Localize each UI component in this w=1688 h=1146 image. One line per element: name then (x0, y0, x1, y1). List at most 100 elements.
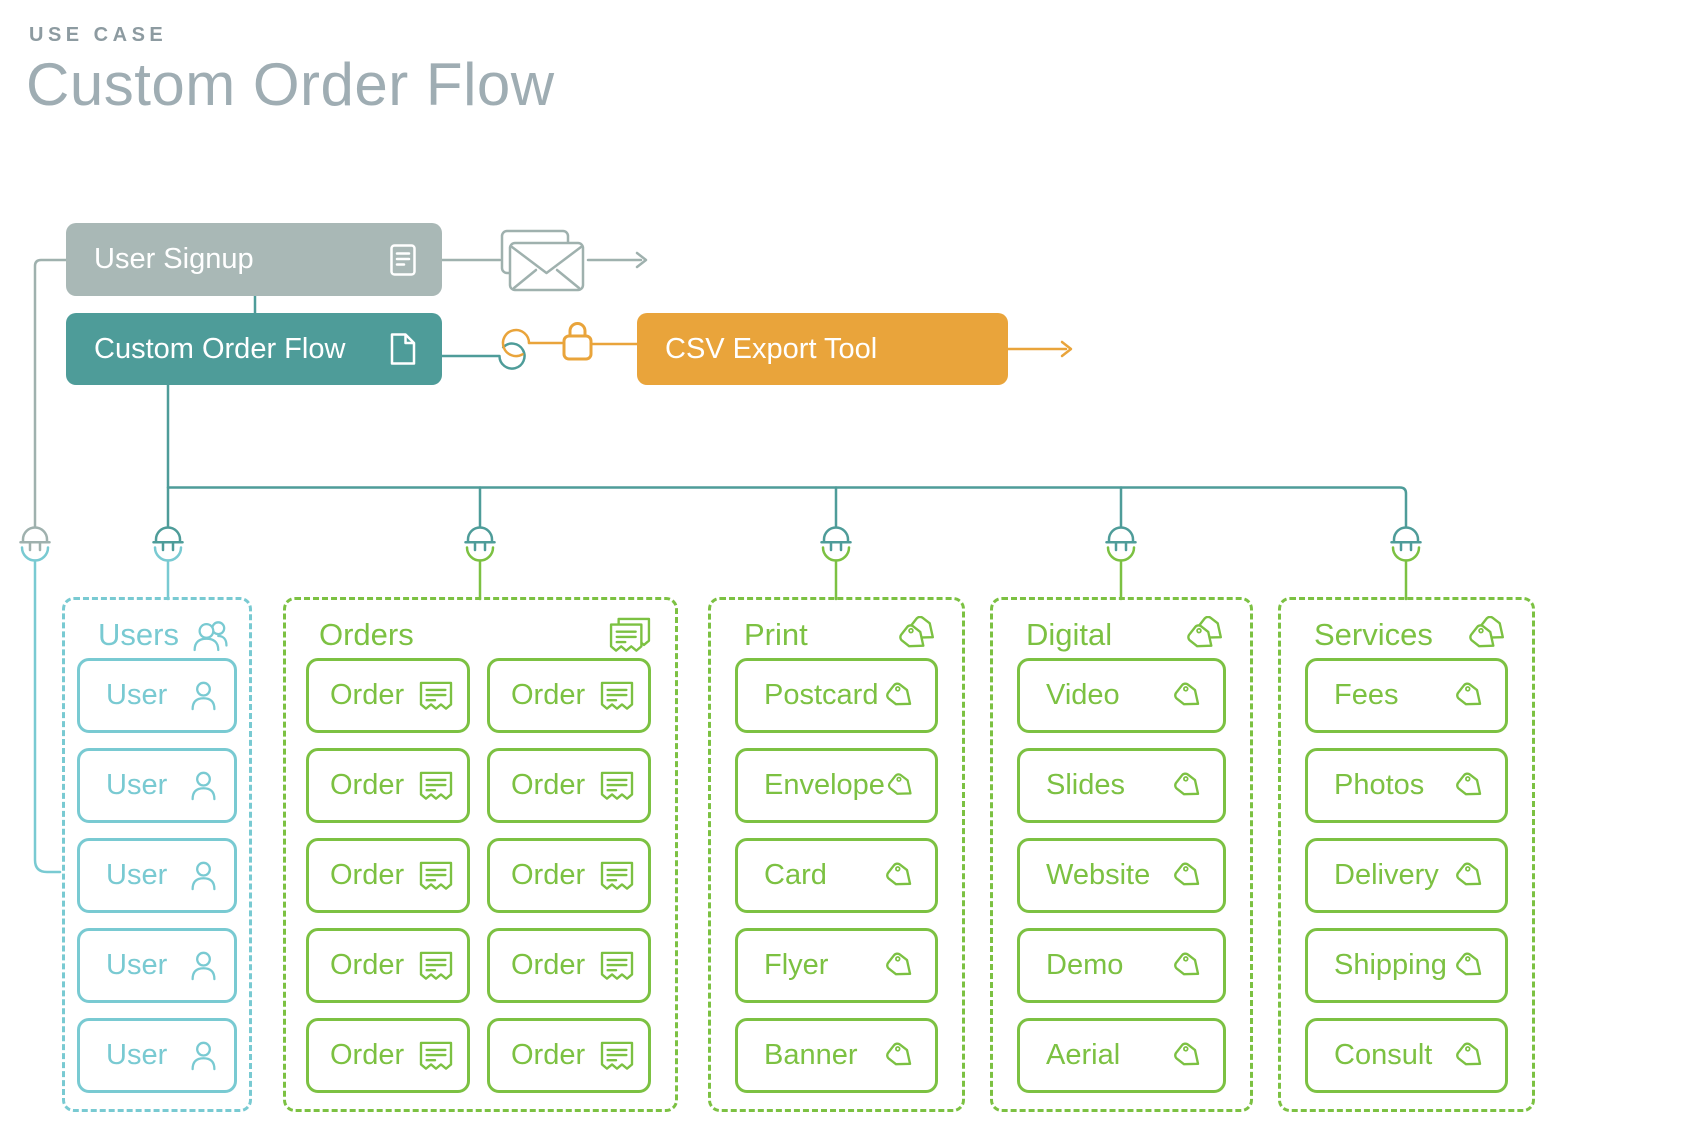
list-item: Consult (1305, 1018, 1508, 1093)
list-item: Delivery (1305, 838, 1508, 913)
plug-icon (19, 526, 51, 552)
list-item: User (77, 838, 237, 913)
item-label: User (106, 679, 168, 711)
receipt-icon (600, 1041, 634, 1071)
item-label: Order (511, 859, 586, 891)
list-item: Order (306, 658, 470, 733)
list-item: Photos (1305, 748, 1508, 823)
tag-icon (883, 679, 917, 713)
item-label: Order (511, 949, 586, 981)
item-label: Order (330, 949, 405, 981)
item-label: User (106, 949, 168, 981)
tag-icon (1171, 859, 1205, 893)
receipt-icon (600, 681, 634, 711)
tags-icon (896, 616, 938, 654)
user-icon (189, 950, 218, 981)
plug-icon (464, 526, 496, 552)
arrow-right-icon (1060, 340, 1073, 358)
tag-icon (883, 1039, 917, 1073)
item-label: Consult (1334, 1039, 1433, 1071)
tag-icon (1453, 859, 1487, 893)
tags-icon (1184, 616, 1226, 654)
tag-icon (883, 949, 917, 983)
list-item: Slides (1017, 748, 1226, 823)
item-label: User (106, 769, 168, 801)
lock-icon (562, 322, 593, 361)
receipt-icon (600, 951, 634, 981)
item-label: Order (511, 769, 586, 801)
tag-icon (883, 859, 917, 893)
list-item: Flyer (735, 928, 938, 1003)
item-label: Video (1046, 679, 1120, 711)
list-item: Order (306, 838, 470, 913)
group-title: Orders (319, 617, 414, 652)
item-label: Order (330, 1039, 405, 1071)
item-label: Postcard (764, 679, 879, 711)
tags-icon (1466, 616, 1508, 654)
list-item: Website (1017, 838, 1226, 913)
list-item: Shipping (1305, 928, 1508, 1003)
tag-icon (885, 769, 917, 803)
list-item: Video (1017, 658, 1226, 733)
socket-icon (153, 546, 183, 562)
page-title: Custom Order Flow (26, 51, 555, 118)
tag-icon (1171, 1039, 1205, 1073)
group-orders: Orders Order Order Order Order Order (283, 597, 678, 1112)
arrow-right-icon (635, 251, 648, 269)
group-title: Services (1314, 617, 1433, 652)
list-item: Order (487, 658, 651, 733)
tag-icon (1453, 1039, 1487, 1073)
node-user-signup: User Signup (66, 223, 442, 296)
item-label: Order (511, 679, 586, 711)
list-item: Fees (1305, 658, 1508, 733)
group-digital: Digital Video Slides Website Demo Aerial (990, 597, 1253, 1112)
item-label: Fees (1334, 679, 1399, 711)
item-label: Card (764, 859, 827, 891)
item-label: Aerial (1046, 1039, 1121, 1071)
socket-icon (1106, 546, 1136, 562)
item-label: Banner (764, 1039, 858, 1071)
item-label: Order (330, 859, 405, 891)
form-icon (390, 244, 416, 276)
list-item: Order (487, 838, 651, 913)
item-label: Demo (1046, 949, 1124, 981)
tag-icon (1453, 679, 1487, 713)
list-item: User (77, 748, 237, 823)
receipt-icon (419, 771, 453, 801)
node-label: CSV Export Tool (665, 332, 878, 365)
tag-icon (1171, 769, 1205, 803)
list-item: Demo (1017, 928, 1226, 1003)
item-label: Order (511, 1039, 586, 1071)
tag-icon (1171, 949, 1205, 983)
user-icon (189, 860, 218, 891)
page-icon (390, 333, 416, 365)
tag-icon (1453, 769, 1487, 803)
socket-icon (1391, 546, 1421, 562)
item-label: Flyer (764, 949, 829, 981)
list-item: Aerial (1017, 1018, 1226, 1093)
list-item: Order (487, 928, 651, 1003)
item-label: User (106, 859, 168, 891)
group-services: Services Fees Photos Delivery Shipping C… (1278, 597, 1535, 1112)
item-label: Order (330, 769, 405, 801)
receipt-icon (419, 861, 453, 891)
user-icon (189, 1040, 218, 1071)
group-title: Print (744, 617, 808, 652)
tag-icon (1171, 679, 1205, 713)
plug-icon (1390, 526, 1422, 552)
item-label: Order (330, 679, 405, 711)
plug-icon (1105, 526, 1137, 552)
receipt-icon (600, 861, 634, 891)
list-item: Postcard (735, 658, 938, 733)
users-icon (191, 619, 231, 652)
list-item: User (77, 1018, 237, 1093)
socket-icon (821, 546, 851, 562)
list-item: Card (735, 838, 938, 913)
hook-icon (440, 328, 531, 370)
user-icon (189, 680, 218, 711)
item-label: Photos (1334, 769, 1425, 801)
item-label: Website (1046, 859, 1151, 891)
group-print: Print Postcard Envelope Card Flyer Banne… (708, 597, 965, 1112)
